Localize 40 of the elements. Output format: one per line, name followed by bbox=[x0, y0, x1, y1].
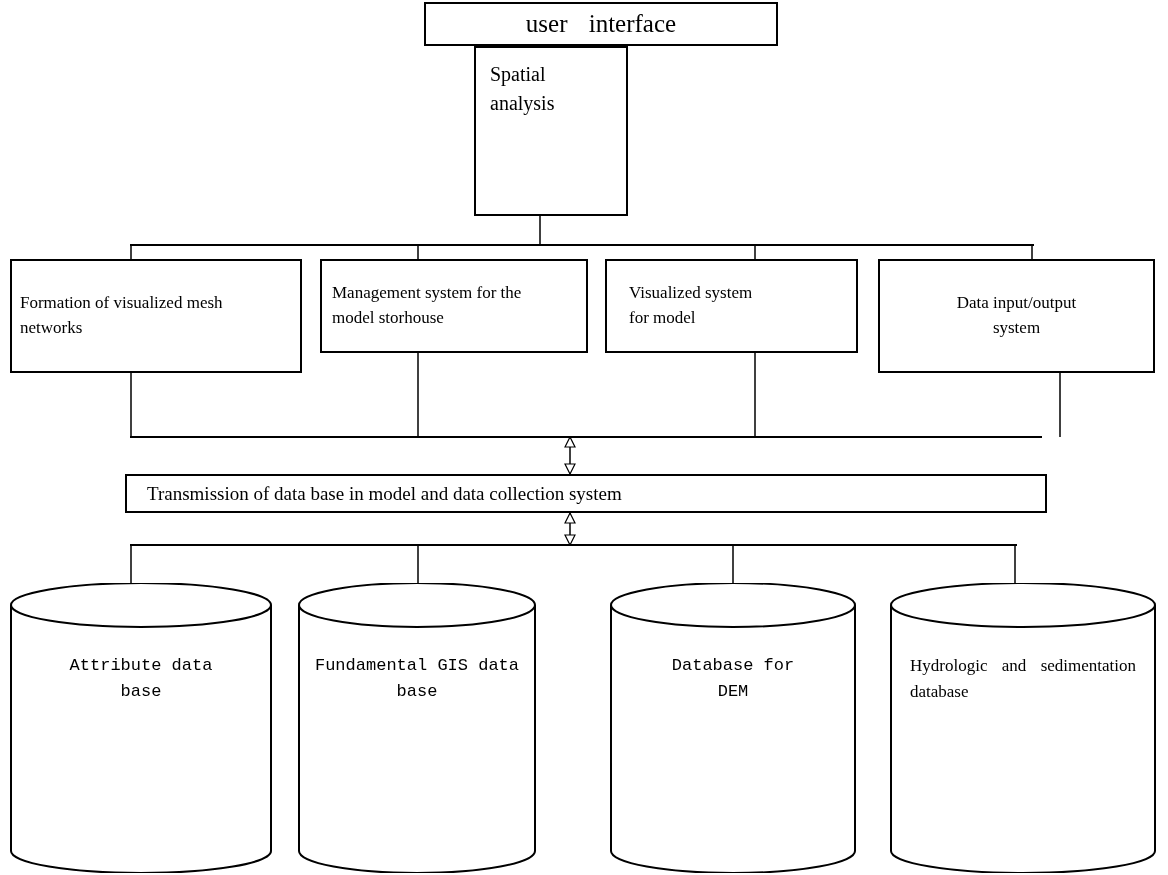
database-label: Hydrologic and sedimentation database bbox=[910, 655, 1136, 703]
database-cylinder bbox=[890, 583, 1156, 873]
connector-line bbox=[417, 544, 419, 584]
process-box bbox=[605, 259, 858, 353]
connector-line bbox=[1059, 372, 1061, 438]
database-label: Database for DEM bbox=[670, 655, 796, 703]
box-label: Spatial analysis bbox=[490, 62, 556, 117]
bus-line bbox=[130, 544, 1017, 546]
bus-line bbox=[130, 244, 1034, 246]
connector-line bbox=[754, 352, 756, 438]
process-box bbox=[10, 259, 302, 373]
connector-line bbox=[1014, 544, 1016, 584]
connector-line bbox=[130, 244, 132, 260]
database-cylinder bbox=[10, 583, 272, 873]
database-label: Fundamental GIS data base bbox=[313, 655, 520, 703]
box-label: user interface bbox=[525, 8, 677, 39]
connector-line bbox=[539, 215, 541, 246]
double-arrow bbox=[564, 436, 576, 475]
database-cylinder bbox=[610, 583, 856, 873]
bus-line bbox=[130, 436, 1042, 438]
database-label: Attribute data base bbox=[68, 655, 214, 703]
connector-line bbox=[1031, 244, 1033, 260]
process-box bbox=[474, 46, 628, 216]
double-arrow bbox=[564, 512, 576, 546]
process-box bbox=[424, 2, 778, 46]
connector-line bbox=[754, 244, 756, 260]
box-label: Formation of visualized mesh networks bbox=[20, 292, 224, 339]
process-box bbox=[125, 474, 1047, 513]
connector-line bbox=[130, 372, 132, 438]
connector-line bbox=[130, 544, 132, 584]
connector-line bbox=[417, 244, 419, 260]
connector-line bbox=[732, 544, 734, 584]
box-label: Data input/output system bbox=[955, 292, 1078, 339]
process-box bbox=[320, 259, 588, 353]
process-box bbox=[878, 259, 1155, 373]
connector-line bbox=[417, 352, 419, 438]
database-cylinder bbox=[298, 583, 536, 873]
box-label: Management system for the model storhouse bbox=[332, 282, 523, 329]
box-label: Transmission of data base in model and data collection system bbox=[147, 481, 622, 506]
box-label: Visualized system for model bbox=[629, 282, 754, 329]
